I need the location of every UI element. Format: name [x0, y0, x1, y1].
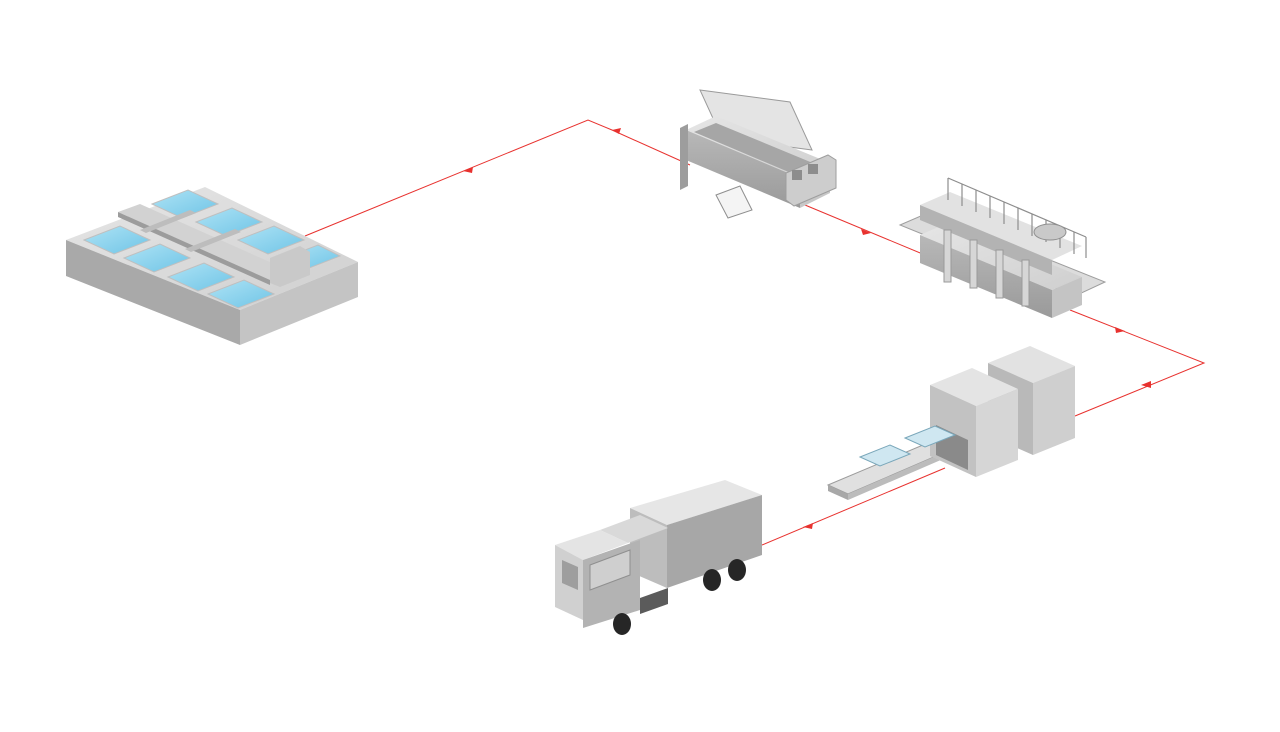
flow-arrow-3	[861, 229, 871, 235]
flow-arrow-5	[1141, 381, 1151, 388]
flow-arrow-1	[463, 167, 473, 173]
truck-icon	[555, 480, 762, 635]
flow-arrowheads	[463, 128, 1151, 529]
processing-line-icon	[898, 177, 1107, 318]
flow-arrow-6	[803, 523, 813, 529]
flow-lines	[304, 119, 1206, 546]
flow-arrow-4	[1115, 327, 1125, 333]
hopper-machine-icon	[680, 89, 837, 219]
flow-arrow-2	[612, 128, 621, 134]
tunnel-freezer-icon	[826, 346, 1075, 500]
flow-edge-tanks-to-hopper	[304, 119, 691, 237]
flow-edge-hopper-to-line	[804, 204, 926, 256]
flow-edge-line-to-tunnel	[1069, 309, 1206, 417]
aquaculture-tanks-icon	[66, 187, 358, 345]
flow-edge-tunnel-to-truck	[761, 467, 946, 546]
